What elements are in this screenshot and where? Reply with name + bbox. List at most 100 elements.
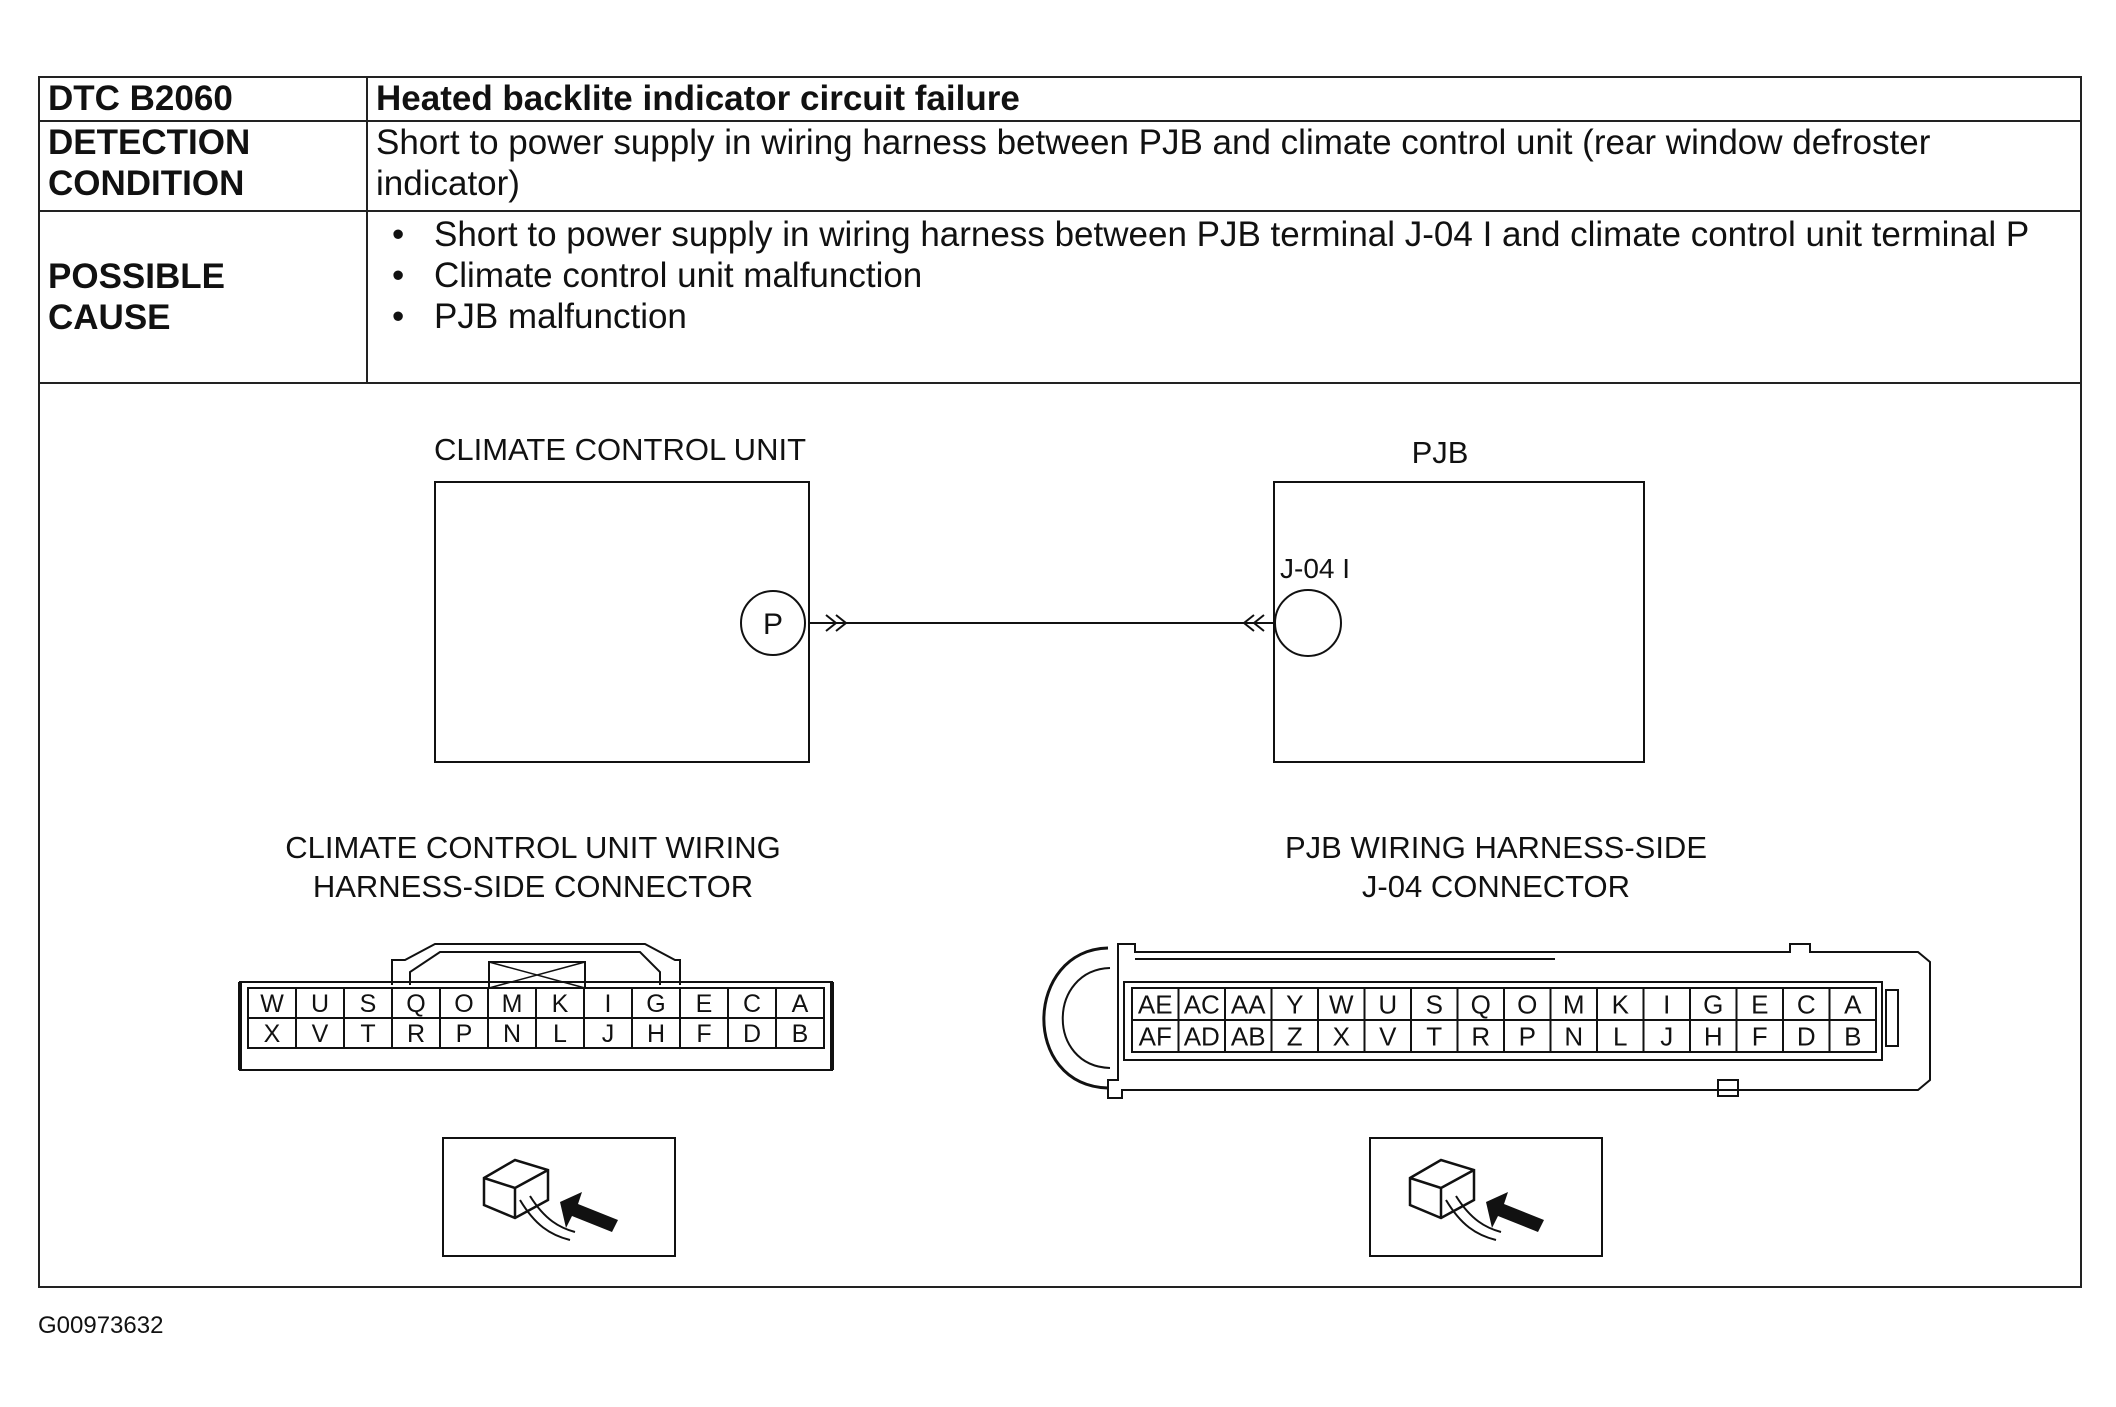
ccu-terminal-label: P: [763, 608, 783, 641]
pjb-pin-label: T: [1426, 1021, 1442, 1051]
plug-icon: [482, 1158, 550, 1220]
ccu-terminal-circle: [740, 590, 806, 656]
ccu-connector-symbol: [825, 614, 848, 632]
pjb-connector-pin-frame: [1123, 981, 1883, 1061]
pjb-pin-label: AE: [1138, 989, 1173, 1019]
ccu-pin-label: E: [696, 990, 713, 1018]
pjb-connector-title-line-1: PJB WIRING HARNESS-SIDE: [1285, 830, 1707, 865]
ccu-pin-label: Q: [406, 990, 425, 1018]
ccu-pin-label: I: [605, 990, 612, 1018]
ccu-pin-label: B: [792, 1020, 809, 1048]
pjb-pin-label: Y: [1286, 989, 1303, 1019]
pjb-pin-label: F: [1752, 1021, 1768, 1051]
ccu-view-icon-frame: [442, 1137, 676, 1257]
plug-icon: [1408, 1158, 1476, 1220]
ccu-pin-label: R: [407, 1020, 425, 1048]
pjb-pin-label: AA: [1231, 989, 1266, 1019]
pjb-pin-label: AD: [1184, 1021, 1220, 1051]
ccu-pin-label: O: [454, 990, 473, 1018]
detection-condition-value: Short to power supply in wiring harness …: [366, 120, 2080, 212]
possible-cause-list: Short to power supply in wiring harness …: [376, 214, 2072, 337]
possible-cause-label: POSSIBLE CAUSE: [40, 210, 368, 384]
ccu-pin-label: A: [792, 990, 809, 1018]
pjb-pin-label: D: [1797, 1021, 1816, 1051]
ccu-pin-label: T: [360, 1020, 375, 1048]
pjb-terminal-circle: [1274, 589, 1342, 657]
ccu-pin-cell: [775, 1017, 825, 1049]
ccu-pin-label: J: [602, 1020, 615, 1048]
arrow-icon: [560, 1192, 618, 1232]
ccu-pin-label: L: [553, 1020, 567, 1048]
ccu-pin-label: V: [312, 1020, 329, 1048]
detection-label-line-1: DETECTION: [48, 123, 251, 162]
ccu-pin-label: K: [552, 990, 569, 1018]
figure-code: G00973632: [38, 1312, 164, 1339]
detection-condition-row: DETECTION CONDITION Short to power suppl…: [40, 120, 2080, 212]
pjb-pin-label: Z: [1287, 1021, 1303, 1051]
ccu-pin-label: H: [647, 1020, 665, 1048]
pjb-pin-label: U: [1378, 989, 1397, 1019]
ccu-pin-label: X: [264, 1020, 281, 1048]
pjb-pin-label: X: [1333, 1021, 1350, 1051]
pjb-pin-label: A: [1844, 989, 1862, 1019]
ccu-view-icon: [442, 1137, 676, 1257]
pjb-pin-label: AB: [1231, 1021, 1266, 1051]
cause-label-line-2: CAUSE: [48, 298, 171, 337]
pjb-pin-label: W: [1329, 989, 1354, 1019]
diagnostic-frame: DTC B2060 Heated backlite indicator circ…: [38, 76, 2082, 1288]
ccu-title: CLIMATE CONTROL UNIT: [434, 432, 806, 467]
ccu-pin-label: N: [503, 1020, 521, 1048]
ccu-pin-label: P: [456, 1020, 473, 1048]
ccu-pin-label: F: [696, 1020, 711, 1048]
ccu-connector-title-line-2: HARNESS-SIDE CONNECTOR: [313, 869, 753, 904]
ccu-pin-label: C: [743, 990, 761, 1018]
cause-item: PJB malfunction: [376, 296, 2072, 337]
detection-label-line-2: CONDITION: [48, 164, 245, 203]
pjb-connector-bottom-tab: [1717, 1079, 1739, 1097]
cause-item: Short to power supply in wiring harness …: [376, 214, 2072, 255]
pjb-pin-label: R: [1471, 1021, 1490, 1051]
pjb-pin-label: I: [1663, 989, 1670, 1019]
pjb-pin-label: M: [1563, 989, 1585, 1019]
pjb-pin-label: G: [1703, 989, 1723, 1019]
dtc-description-cell: Heated backlite indicator circuit failur…: [366, 78, 2080, 122]
arrow-icon: [1486, 1192, 1544, 1232]
ccu-pin-label: D: [743, 1020, 761, 1048]
ccu-connector-lock: [391, 943, 681, 985]
pjb-connector-latch: [1885, 989, 1899, 1047]
plug-icon-wires: [1445, 1195, 1502, 1241]
pjb-pin-label: S: [1426, 989, 1443, 1019]
pjb-title: PJB: [1412, 435, 1469, 470]
possible-cause-list-cell: Short to power supply in wiring harness …: [366, 210, 2080, 384]
pjb-pin-label: C: [1797, 989, 1816, 1019]
ccu-pin-label: G: [646, 990, 665, 1018]
pjb-pin-label: L: [1613, 1021, 1627, 1051]
pjb-view-icon: [1369, 1137, 1603, 1257]
ccu-connector-lock-inner: [409, 951, 661, 985]
pjb-terminal-label: J-04 I: [1280, 553, 1350, 584]
dtc-code-cell: DTC B2060: [40, 78, 368, 122]
ccu-connector-key-cross: [488, 961, 586, 989]
pjb-pin-cell: [1828, 1019, 1877, 1053]
pjb-pin-label: N: [1564, 1021, 1583, 1051]
dtc-title-row: DTC B2060 Heated backlite indicator circ…: [40, 78, 2080, 122]
pjb-box: [1273, 481, 1645, 763]
pjb-connector-loop-inner: [1061, 967, 1111, 1069]
pjb-pin-label: B: [1844, 1021, 1861, 1051]
possible-cause-row: POSSIBLE CAUSE Short to power supply in …: [40, 210, 2080, 384]
pjb-pin-label: AF: [1139, 1021, 1172, 1051]
pjb-connector-title-line-2: J-04 CONNECTOR: [1362, 869, 1630, 904]
pjb-pin-label: J: [1660, 1021, 1673, 1051]
ccu-connector-title-line-1: CLIMATE CONTROL UNIT WIRING: [285, 830, 780, 865]
ccu-pin-label: S: [360, 990, 377, 1018]
dtc-table: DTC B2060 Heated backlite indicator circ…: [40, 78, 2080, 384]
pjb-pin-label: K: [1612, 989, 1630, 1019]
pjb-pin-label: V: [1379, 1021, 1397, 1051]
cause-item: Climate control unit malfunction: [376, 255, 2072, 296]
pjb-view-icon-frame: [1369, 1137, 1603, 1257]
